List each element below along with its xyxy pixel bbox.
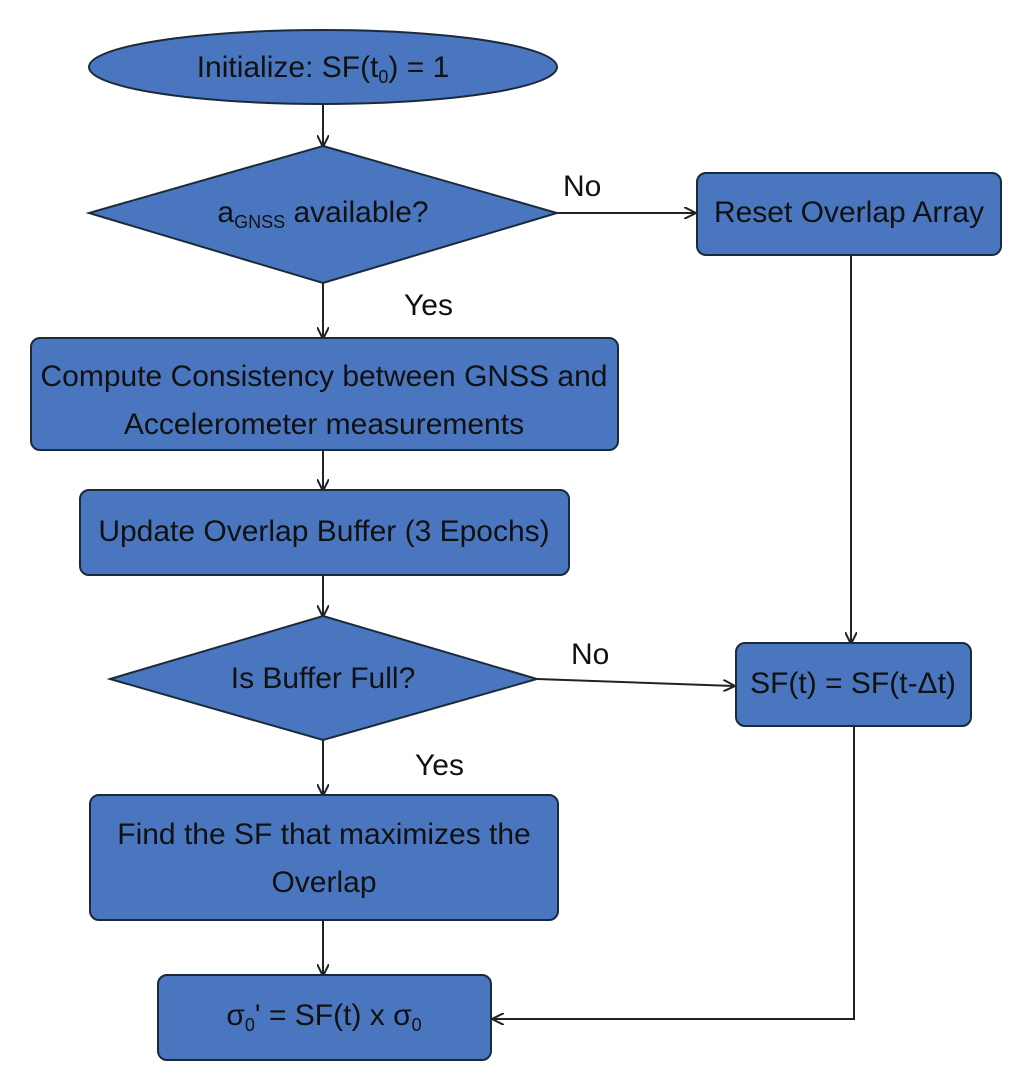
compute-box [30,337,619,451]
update-box [79,489,570,576]
node-sf-hold-label: SF(t) = SF(t-Δt) [750,667,956,700]
node-update-label: Update Overlap Buffer (3 Epochs) [98,515,549,548]
edge-label-gnss-yes: Yes [404,289,453,322]
node-final: σ0' = SF(t) x σ0 [157,974,492,1061]
node-reset-overlap-array: Reset Overlap Array [696,172,1002,256]
node-sf-hold: SF(t) = SF(t-Δt) [735,642,972,727]
node-final-label: σ0' = SF(t) x σ0 [226,999,421,1035]
edge-label-buffer-yes: Yes [415,749,464,782]
connectors [323,104,854,1019]
node-compute-label-line2: Accelerometer measurements [124,408,524,441]
edge-labels: No Yes No Yes [404,170,609,782]
node-find-label-line2: Overlap [271,866,376,899]
node-gnss-available: aGNSS available? [85,144,561,285]
reset-box [696,172,1002,256]
node-initialize: Initialize: SF(t0) = 1 [88,29,558,105]
node-update-buffer: Update Overlap Buffer (3 Epochs) [79,489,570,576]
decision-diamond-buffer [106,614,541,742]
node-find-label-line1: Find the SF that maximizes the [117,818,531,851]
node-buffer-full: Is Buffer Full? [106,614,541,742]
arrow-buffer-no-to-sf-hold [536,678,734,686]
sf-hold-box [735,642,972,727]
edge-label-gnss-no: No [563,170,601,203]
start-ellipse [88,29,558,105]
arrow-sf-hold-to-final [493,726,855,1019]
node-gnss-available-label: aGNSS available? [217,196,428,232]
edge-label-buffer-no: No [571,638,609,671]
final-box [157,974,492,1061]
decision-diamond-gnss [85,144,561,285]
node-reset-label: Reset Overlap Array [714,196,984,229]
node-find-sf: Find the SF that maximizes the Overlap [89,794,559,921]
node-initialize-label: Initialize: SF(t0) = 1 [197,51,450,87]
node-compute-consistency: Compute Consistency between GNSS and Acc… [30,337,619,451]
node-buffer-full-label: Is Buffer Full? [231,662,416,695]
node-compute-label-line1: Compute Consistency between GNSS and [41,360,608,393]
find-box [89,794,559,921]
